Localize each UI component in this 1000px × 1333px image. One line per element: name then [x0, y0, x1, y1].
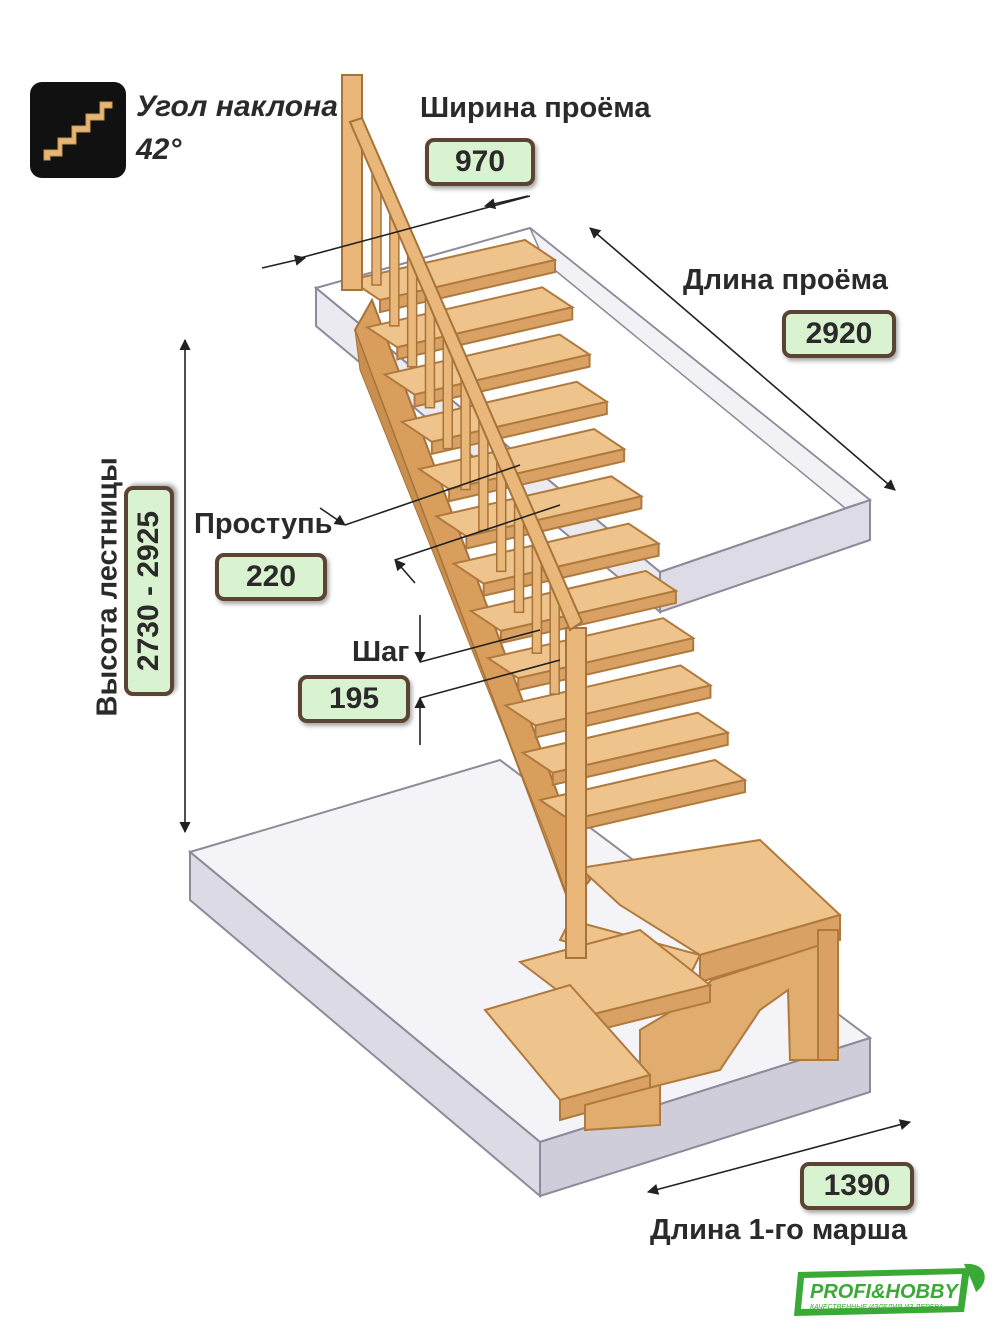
leaf-logo-icon: PROFI&HOBBY КАЧЕСТВЕННЫЕ ИЗДЕЛИЯ ИЗ ДЕРЕ…	[794, 1263, 985, 1316]
stair-height-value: 2730 - 2925	[124, 486, 174, 696]
first-flight-value: 1390	[800, 1162, 914, 1210]
stair-railing	[341, 74, 587, 959]
tread-edge	[465, 495, 643, 550]
winder-landing	[577, 838, 842, 1092]
brand-tagline: КАЧЕСТВЕННЫЕ ИЗДЕЛИЯ ИЗ ДЕРЕВА	[810, 1304, 944, 1311]
dimension-lines	[179, 195, 912, 1195]
first-flight-label: Длина 1-го марша	[650, 1214, 908, 1246]
brand-logo: PROFI&HOBBY КАЧЕСТВЕННЫЕ ИЗДЕЛИЯ ИЗ ДЕРЕ…	[792, 1262, 992, 1322]
tread-edge	[379, 258, 556, 314]
tread-edge	[482, 542, 660, 597]
stair-height-label: Высота лестницы	[91, 457, 124, 717]
opening-length-value: 2920	[782, 310, 896, 358]
angle-value: 42°	[136, 133, 182, 166]
tread-label: Проступь	[194, 508, 333, 540]
angle-badge	[30, 82, 126, 178]
tread-edge	[517, 636, 695, 692]
brand-name: PROFI&HOBBY	[810, 1281, 959, 1303]
step-label: Шаг	[352, 636, 410, 668]
tread-edge	[396, 306, 574, 361]
tread-edge	[499, 589, 677, 645]
tread-edge	[551, 731, 729, 787]
opening-width-value: 970	[425, 138, 535, 186]
angle-label: Угол наклона	[136, 90, 338, 123]
stairs-icon	[43, 101, 113, 161]
step-value: 195	[298, 675, 410, 723]
opening-length-label: Длина проёма	[683, 264, 888, 296]
tread-value: 220	[215, 553, 327, 601]
opening-width-label: Ширина проёма	[420, 92, 651, 124]
